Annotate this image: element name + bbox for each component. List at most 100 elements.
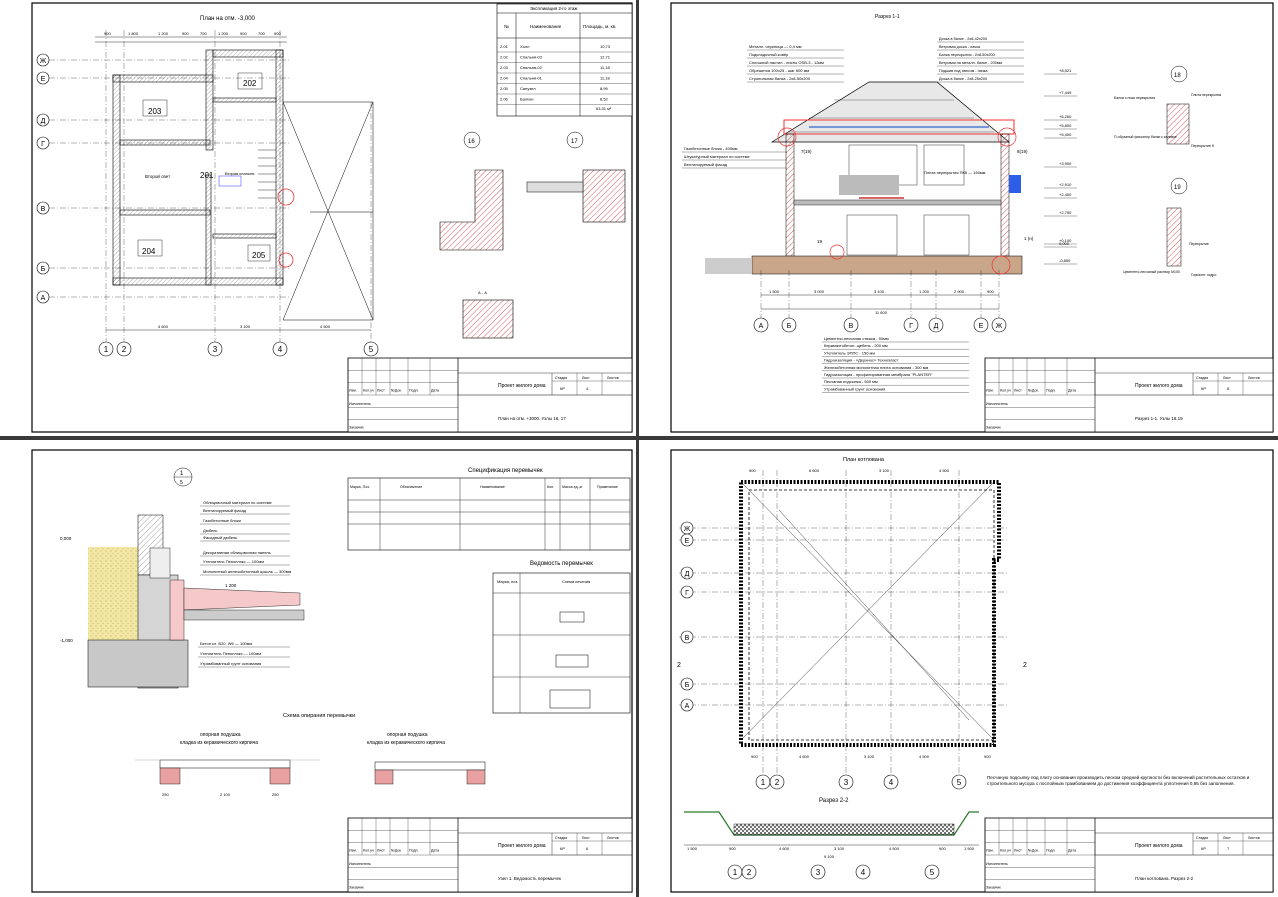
callout-8-19: 8(19): [1017, 149, 1028, 154]
wall-label-5: Декоративная облицовочная панель: [203, 550, 271, 555]
section-22-title: Разрез 2-2: [819, 798, 849, 804]
explication-row-num: 2.03: [500, 65, 509, 70]
node18-note-1: Плита перекрытия: [1191, 93, 1221, 97]
explication-row-name: Холл: [520, 44, 530, 49]
section-mark-right: 2: [1023, 662, 1027, 669]
scheme-dim-1: 2 100: [220, 792, 231, 797]
title-block-stage-head: Стадия: [1196, 836, 1208, 840]
base-label-2: Утрамбованный грунт основания: [200, 661, 261, 666]
title-block-col-5: Дата: [1068, 388, 1076, 392]
sheet-node-1: 1 5 0,000 -1,000 1 200 Облицовочный мате…: [0, 440, 636, 897]
axis-cols: [98, 341, 379, 357]
title-block-col-1: Кол.уч: [363, 388, 374, 392]
callout-1n: 1 (н): [1024, 236, 1034, 241]
title-block-sheet-head: Лист: [582, 376, 590, 380]
floor-layer-2: Утеплитель ЭППС - 150 мм: [824, 350, 875, 355]
node16-label: 16: [468, 139, 475, 145]
title-block-col-5: Дата: [1068, 848, 1076, 852]
wall-label-0: Облицовочный материал по системе: [203, 500, 273, 505]
section-22-axis-3: 4: [861, 868, 866, 877]
title-block-col-4: Подп.: [1046, 848, 1056, 852]
wall-layer-1: Штукатурный материал по системе: [684, 154, 751, 159]
explication-row-num: 2.05: [500, 86, 509, 91]
explication-row-num: 2.04: [500, 76, 509, 81]
roof-shape: [770, 81, 1010, 143]
pit-axis-col-4: 5: [957, 778, 962, 787]
dim-top-2: 1 200: [158, 31, 169, 36]
title-block-sheet-head: Лист: [582, 836, 590, 840]
room-202-number: 202: [243, 79, 257, 88]
wall-label-3: Дюбель: [203, 528, 217, 533]
title-block-sheet-name: План на отм. +3000. Узлы 16, 17: [498, 416, 566, 421]
pit-axis-row-3: Г: [685, 590, 689, 597]
explication-row-num: 2.01: [500, 44, 509, 49]
explication-table: [496, 3, 633, 117]
spec-head-1: Обозначение: [400, 485, 422, 489]
title-block-col-3: №Док.: [391, 388, 402, 392]
spec-head-2: Наименование: [480, 485, 505, 489]
pit-dim-top-0: 900: [749, 468, 756, 473]
title-block-col-4: Подп.: [409, 848, 419, 852]
title-block-project: Проект жилого дома: [1135, 843, 1183, 849]
elevation-4: +5,400: [1059, 132, 1072, 137]
pit-axis-col-1: 2: [775, 778, 780, 787]
section-22-dim-6: 1 500: [964, 846, 975, 851]
explication-head-2: Площадь, м. кв.: [583, 24, 616, 29]
wall-label-4: Фасадный дюбель: [203, 535, 237, 540]
room-201-number: 201: [200, 171, 214, 180]
floor-layer-3: Гидроизоляция - «Деринос» Техноэласт: [824, 358, 899, 363]
scheme-title: Схема опирания перемычки: [283, 713, 355, 719]
room-204-number: 204: [142, 247, 156, 256]
elevation-9: 0,000: [1059, 241, 1070, 246]
beam-note-2: Балка перекрытия - 2х8-50х200: [939, 53, 995, 57]
beam-note-5: Доска в балке - 2х8-25х200: [939, 77, 987, 81]
title-block-col-3: №Док.: [1028, 388, 1039, 392]
dim-bottom-0: 4 600: [158, 324, 169, 329]
explication-row-area: 8,99: [600, 86, 609, 91]
spec-table: [347, 477, 631, 551]
title-block-stage: КР: [1201, 846, 1206, 851]
spec-head-4: Масса ед.,кг: [562, 485, 583, 489]
lobby-label: Второй свет: [145, 173, 170, 179]
beam-note-1: Ветровая доска - пачка: [939, 45, 981, 49]
section-axis-3: Г: [909, 323, 913, 330]
callout-7-19: 7(19): [801, 149, 812, 154]
section-axis-2: В: [849, 323, 854, 330]
sheet-section-1-1: Разрез 1-1 7(19) 8(19) 1 (н) 19 Металл. …: [639, 0, 1278, 436]
node19-label: 19: [1174, 185, 1181, 191]
pit-dim-top-3: 4 500: [939, 468, 950, 473]
section-dim-3: 1 200: [919, 289, 930, 294]
section-axis-0: А: [759, 323, 764, 330]
spec-head-5: Примечание: [597, 485, 618, 489]
title-block-sheet-head: Лист: [1223, 836, 1231, 840]
axis-row-d: Д: [41, 118, 46, 125]
sheet-frame: [31, 2, 633, 433]
ved-head-1: Схема сечения: [562, 579, 590, 584]
pit-dim-top-1: 6 600: [809, 468, 820, 473]
title-block-col-4: Подп.: [409, 388, 419, 392]
ved-table: [492, 572, 631, 714]
section-22-dim-5: 900: [939, 846, 946, 851]
title-block-role-customer: Заказчик: [986, 425, 1001, 429]
title-block-col-3: №Док.: [1028, 848, 1039, 852]
dim-bottom-2: 4 500: [320, 324, 331, 329]
title-block-col-2: Лист: [377, 848, 385, 852]
dim-1200: 1 200: [225, 583, 237, 588]
section-22-axis-0: 1: [733, 868, 738, 877]
dim-bottom-1: 3 100: [240, 324, 251, 329]
title-block-sheet: 5: [1227, 386, 1230, 391]
title-block-col-2: Лист: [1014, 848, 1022, 852]
axis-col-5: 5: [369, 345, 374, 354]
pit-axis-col-2: 3: [844, 778, 849, 787]
section-22-axis-4: 5: [930, 868, 935, 877]
pit-axis-row-5: Б: [685, 682, 690, 689]
elevation-10: +0,100: [1059, 238, 1072, 243]
floor-layer-1: Керамзитобетон. щебень - 200 мм: [824, 343, 888, 348]
